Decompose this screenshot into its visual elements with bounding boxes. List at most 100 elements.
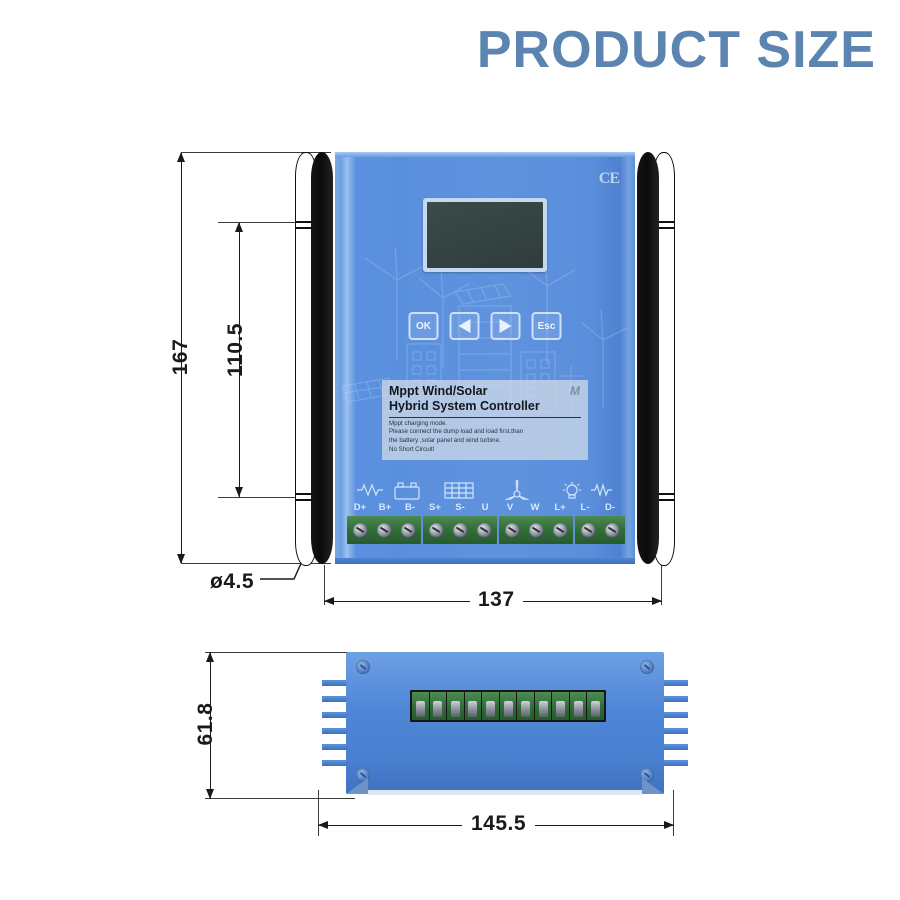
resistor-dump-load-icon [357, 483, 383, 497]
mounting-bracket-left [311, 152, 333, 564]
terminal-screw[interactable] [524, 518, 548, 542]
cooling-fin [322, 760, 348, 766]
terminal-screw[interactable] [548, 518, 572, 542]
side-terminal[interactable] [517, 692, 534, 720]
lcd-screen [427, 202, 543, 268]
terminal-label-row: D+ B+ B- S+ S- U V W L+ L- D- [349, 502, 621, 513]
controller-front-case: CE OK Esc M Mppt Wind/Solar Hybrid Syste… [335, 152, 635, 564]
terminal-label-dminus: D- [604, 502, 616, 513]
dim-618-arrow-bottom [205, 789, 214, 799]
side-terminal[interactable] [534, 692, 552, 720]
right-arrow-button[interactable] [490, 312, 521, 340]
terminal-screw[interactable] [424, 518, 448, 542]
terminal-screw[interactable] [348, 518, 372, 542]
controller-side-case [346, 652, 664, 794]
dim-110-line [239, 222, 241, 497]
corner-screw-bottom-right [640, 768, 654, 782]
side-terminal[interactable] [552, 692, 569, 720]
dim-137-arrow-left [324, 597, 334, 605]
side-terminal[interactable] [447, 692, 464, 720]
cooling-fin [662, 760, 688, 766]
ok-button[interactable]: OK [408, 312, 439, 340]
front-terminal-strip[interactable] [347, 516, 625, 544]
brand-logo-icon: M [570, 384, 580, 398]
dim-110-arrow-bottom [234, 487, 243, 497]
screw-icon [528, 522, 544, 538]
terminal-label-splus: S+ [429, 502, 441, 513]
terminal-icon-row [357, 480, 612, 500]
terminal-screw[interactable] [372, 518, 396, 542]
dim-1455-arrow-right [664, 821, 674, 829]
dim-618-label: 61.8 [194, 702, 217, 746]
side-terminal[interactable] [464, 692, 482, 720]
left-arrow-button[interactable] [449, 312, 480, 340]
esc-button[interactable]: Esc [531, 312, 562, 340]
side-terminal[interactable] [499, 692, 517, 720]
dim-137-arrow-right [652, 597, 662, 605]
side-terminal[interactable] [412, 692, 429, 720]
control-button-row[interactable]: OK Esc [408, 312, 562, 340]
terminal-screw[interactable] [600, 518, 624, 542]
terminal-pin-icon [468, 701, 478, 717]
side-terminal[interactable] [482, 692, 499, 720]
terminal-group-4[interactable] [575, 516, 625, 544]
mounting-hole-bottom-right-2 [655, 499, 675, 501]
terminal-label-u: U [481, 502, 489, 513]
terminal-group-1[interactable] [347, 516, 421, 544]
screw-icon [504, 522, 520, 538]
corner-screw-top-left [356, 660, 370, 674]
terminal-pin-icon [485, 701, 495, 717]
dim-110-arrow-top [234, 222, 243, 232]
lcd-display [423, 198, 547, 272]
terminal-label-sminus: S- [455, 502, 465, 513]
cooling-fin [322, 744, 348, 750]
terminal-group-3[interactable] [499, 516, 573, 544]
side-terminal[interactable] [587, 692, 605, 720]
side-terminal[interactable] [569, 692, 587, 720]
ext-137-left [324, 565, 326, 605]
cooling-fin [662, 712, 688, 718]
terminal-screw[interactable] [396, 518, 420, 542]
terminal-screw[interactable] [500, 518, 524, 542]
mounting-hole-bottom-left [295, 493, 315, 495]
terminal-screw[interactable] [448, 518, 472, 542]
terminal-pin-icon [433, 701, 443, 717]
cooling-fin [662, 744, 688, 750]
side-terminal[interactable] [429, 692, 447, 720]
terminal-screw[interactable] [576, 518, 600, 542]
terminal-group-2[interactable] [423, 516, 497, 544]
dim-1455-arrow-left [318, 821, 328, 829]
terminal-label-bplus: B+ [378, 502, 392, 513]
side-terminal-strip[interactable] [410, 690, 606, 722]
dim-618-line [210, 652, 212, 799]
dim-110-label: 110.5 [224, 323, 247, 377]
mounting-bracket-right [637, 152, 659, 564]
cooling-fin [322, 696, 348, 702]
label-divider [389, 416, 581, 418]
terminal-pin-icon [521, 701, 531, 717]
ext-618-bottom [205, 798, 355, 800]
product-name-label: M Mppt Wind/Solar Hybrid System Controll… [382, 380, 588, 461]
case-bottom-edge [335, 558, 635, 564]
terminal-pin-icon [503, 701, 513, 717]
mounting-hole-bottom-right [655, 493, 675, 495]
dim-1455-label: 145.5 [462, 812, 536, 836]
terminal-label-bminus: B- [404, 502, 416, 513]
terminal-pin-icon [450, 701, 460, 717]
screw-icon [580, 522, 596, 538]
ext-110-top [218, 222, 331, 224]
screw-icon [376, 522, 392, 538]
arrow-right-icon [499, 319, 512, 333]
instruction-line-2: Please connect the dump load and load fi… [389, 428, 524, 436]
screw-icon [428, 522, 444, 538]
screw-icon [352, 522, 368, 538]
dim-618-arrow-top [205, 652, 214, 662]
screw-icon [552, 522, 568, 538]
page-title: PRODUCT SIZE [476, 21, 876, 79]
terminal-label-lplus: L+ [554, 502, 566, 513]
ext-1455-right [673, 790, 675, 836]
terminal-pin-icon [591, 701, 601, 717]
cooling-fin [322, 680, 348, 686]
terminal-screw[interactable] [472, 518, 496, 542]
mounting-hole-top-right [655, 221, 675, 223]
